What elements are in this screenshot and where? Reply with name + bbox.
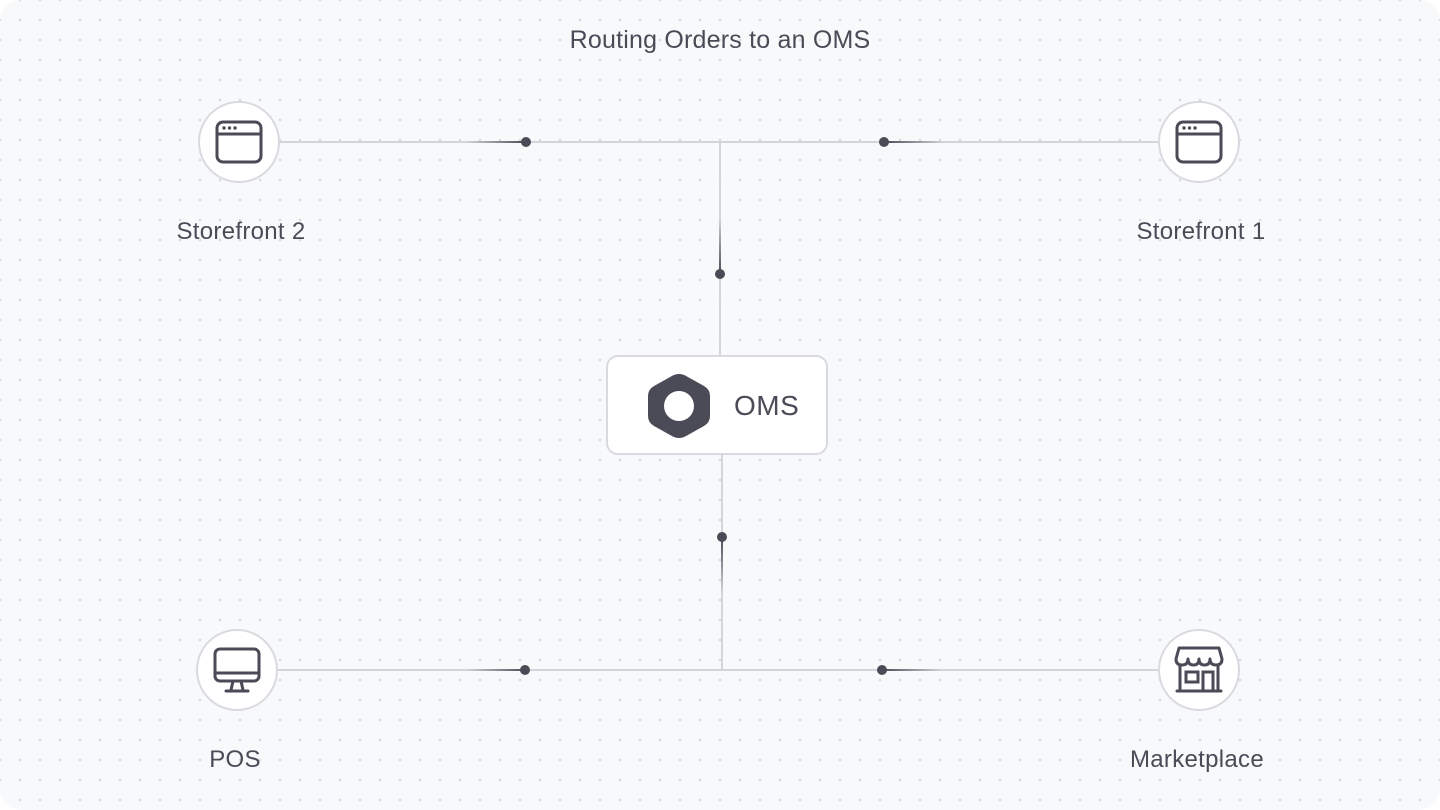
node-label-marketplace: Marketplace <box>1129 746 1265 773</box>
hexagon-ring-icon <box>648 374 710 438</box>
monitor-icon <box>213 647 261 693</box>
flow-dot <box>715 269 725 279</box>
node-label-pos: POS <box>209 746 261 773</box>
hub-label: OMS <box>734 390 800 421</box>
flow-dot <box>877 665 887 675</box>
flow-trail <box>466 669 526 671</box>
node-storefront-1[interactable] <box>1158 101 1240 183</box>
storefront-awning-icon <box>1174 646 1224 693</box>
flow-trail <box>882 669 942 671</box>
flow-dot <box>520 665 530 675</box>
flow-trail <box>884 141 944 143</box>
node-marketplace[interactable] <box>1158 629 1240 711</box>
node-storefront-2[interactable] <box>198 101 280 183</box>
node-pos[interactable] <box>196 629 278 711</box>
flow-trail <box>721 537 723 593</box>
diagram-title: Routing Orders to an OMS <box>569 26 871 54</box>
flow-dot <box>717 532 727 542</box>
flow-trail <box>719 218 721 274</box>
oms-hub-card[interactable]: OMS <box>606 355 828 455</box>
flow-dot <box>879 137 889 147</box>
flow-dot <box>521 137 531 147</box>
flow-trail <box>466 141 526 143</box>
browser-window-icon <box>1175 120 1223 164</box>
node-label-storefront-1: Storefront 1 <box>1136 218 1266 245</box>
node-label-storefront-2: Storefront 2 <box>176 218 306 245</box>
browser-window-icon <box>215 120 263 164</box>
